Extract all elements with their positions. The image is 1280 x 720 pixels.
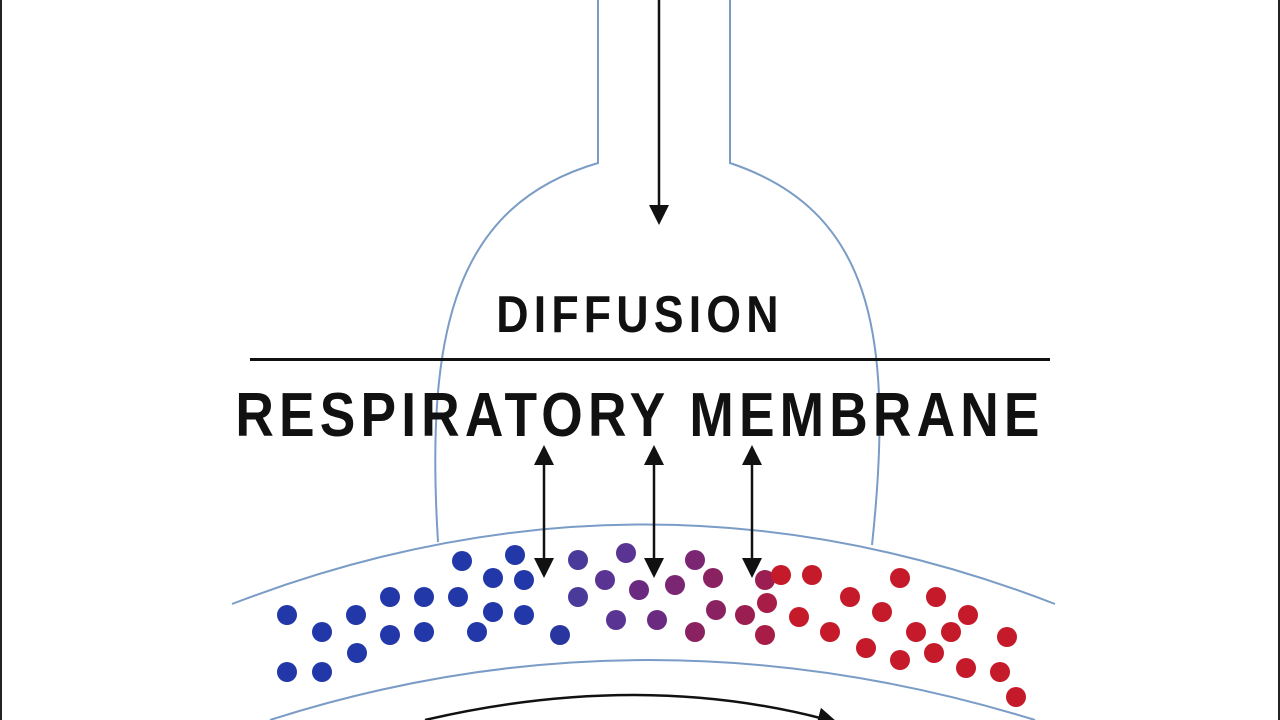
particle-mixed <box>685 622 705 642</box>
particle-oxygenated <box>872 602 892 622</box>
particle-oxygenated <box>890 568 910 588</box>
particle-deoxygenated <box>414 587 434 607</box>
particle-deoxygenated <box>312 662 332 682</box>
particle-oxygenated <box>990 662 1010 682</box>
particle-deoxygenated <box>448 587 468 607</box>
particle-deoxygenated <box>380 625 400 645</box>
particle-deoxygenated <box>346 605 366 625</box>
particle-deoxygenated <box>277 605 297 625</box>
diagram-title-diffusion: DIFFUSION <box>496 286 784 344</box>
particle-deoxygenated <box>550 625 570 645</box>
title-divider <box>250 358 1050 361</box>
particle-mixed <box>595 570 615 590</box>
particle-mixed <box>735 605 755 625</box>
particle-mixed <box>647 610 667 630</box>
particle-deoxygenated <box>483 568 503 588</box>
particle-mixed <box>755 570 775 590</box>
particle-deoxygenated <box>414 622 434 642</box>
particle-mixed <box>606 610 626 630</box>
particle-deoxygenated <box>467 622 487 642</box>
particle-mixed <box>703 568 723 588</box>
particle-oxygenated <box>840 587 860 607</box>
particles-deoxygenated <box>277 545 570 682</box>
particle-deoxygenated <box>452 551 472 571</box>
particle-mixed <box>706 600 726 620</box>
particle-oxygenated <box>771 565 791 585</box>
particle-mixed <box>629 580 649 600</box>
particle-oxygenated <box>802 565 822 585</box>
particle-deoxygenated <box>514 605 534 625</box>
particle-deoxygenated <box>380 587 400 607</box>
particle-deoxygenated <box>514 570 534 590</box>
alveolus-outline-right <box>729 0 881 546</box>
alveolus-outline <box>434 0 599 543</box>
particle-oxygenated <box>789 607 809 627</box>
particle-mixed <box>685 550 705 570</box>
particle-oxygenated <box>820 622 840 642</box>
particle-deoxygenated <box>312 622 332 642</box>
particle-oxygenated <box>856 638 876 658</box>
particle-deoxygenated <box>505 545 525 565</box>
particle-oxygenated <box>924 643 944 663</box>
particle-oxygenated <box>956 658 976 678</box>
particle-mixed <box>665 575 685 595</box>
particle-oxygenated <box>906 622 926 642</box>
particles-mixed <box>568 543 777 645</box>
blood-flow-arrow <box>424 693 838 720</box>
particle-mixed <box>616 543 636 563</box>
capillary-wall-lower <box>269 659 1036 720</box>
particle-oxygenated <box>926 587 946 607</box>
particle-deoxygenated <box>483 602 503 622</box>
particle-oxygenated <box>1006 687 1026 707</box>
particle-mixed <box>568 550 588 570</box>
particle-oxygenated <box>997 627 1017 647</box>
particle-deoxygenated <box>277 662 297 682</box>
particles-oxygenated <box>771 565 1026 707</box>
particle-mixed <box>757 593 777 613</box>
particle-oxygenated <box>890 650 910 670</box>
diagram-title-respiratory-membrane: RESPIRATORY MEMBRANE <box>235 381 1045 450</box>
particle-deoxygenated <box>347 643 367 663</box>
particle-oxygenated <box>941 622 961 642</box>
particle-oxygenated <box>958 605 978 625</box>
particle-mixed <box>755 625 775 645</box>
particle-mixed <box>568 587 588 607</box>
